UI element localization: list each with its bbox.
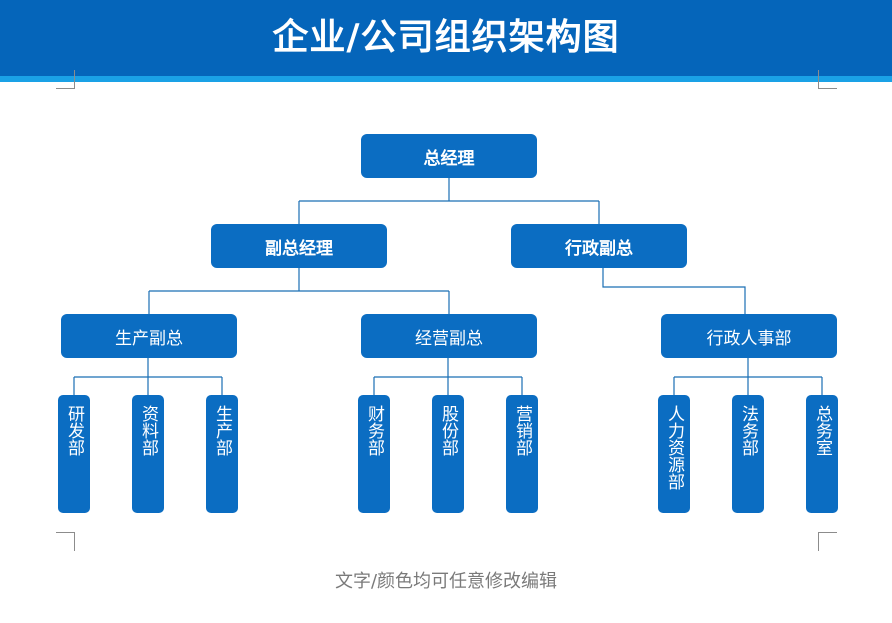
node-operations-director: 经营副总 [361,314,537,358]
node-production-director: 生产副总 [61,314,237,358]
corner-mark-bottom-left [56,532,75,551]
page-title: 企业/公司组织架构图 [272,17,620,58]
node-dept-production: 生产部 [206,395,238,513]
connector-vp1-directors [148,268,450,314]
connector-prod-depts [73,358,223,395]
footer-note: 文字/颜色均可任意修改编辑 [334,571,558,592]
node-dept-rd: 研发部 [58,395,90,513]
connector-vp2-hr [602,268,746,314]
node-dept-legal: 法务部 [732,395,764,513]
corner-mark-top-left [56,70,75,89]
node-dept-data: 资料部 [132,395,164,513]
connector-ceo-vps [298,178,600,224]
corner-mark-bottom-right [818,532,837,551]
node-dept-general-office: 总务室 [806,395,838,513]
connector-hr-depts [673,358,823,395]
node-dept-shares: 股份部 [432,395,464,513]
connector-ops-depts [373,358,523,395]
node-hr-department: 行政人事部 [661,314,837,358]
header-bar [0,0,892,76]
node-dept-finance: 财务部 [358,395,390,513]
header-accent-strip [0,76,892,82]
node-vp2: 行政副总 [511,224,687,268]
node-dept-sales: 营销部 [506,395,538,513]
node-vp1: 副总经理 [211,224,387,268]
node-ceo: 总经理 [361,134,537,178]
node-dept-human-resources: 人力资源部 [658,395,690,513]
corner-mark-top-right [818,70,837,89]
